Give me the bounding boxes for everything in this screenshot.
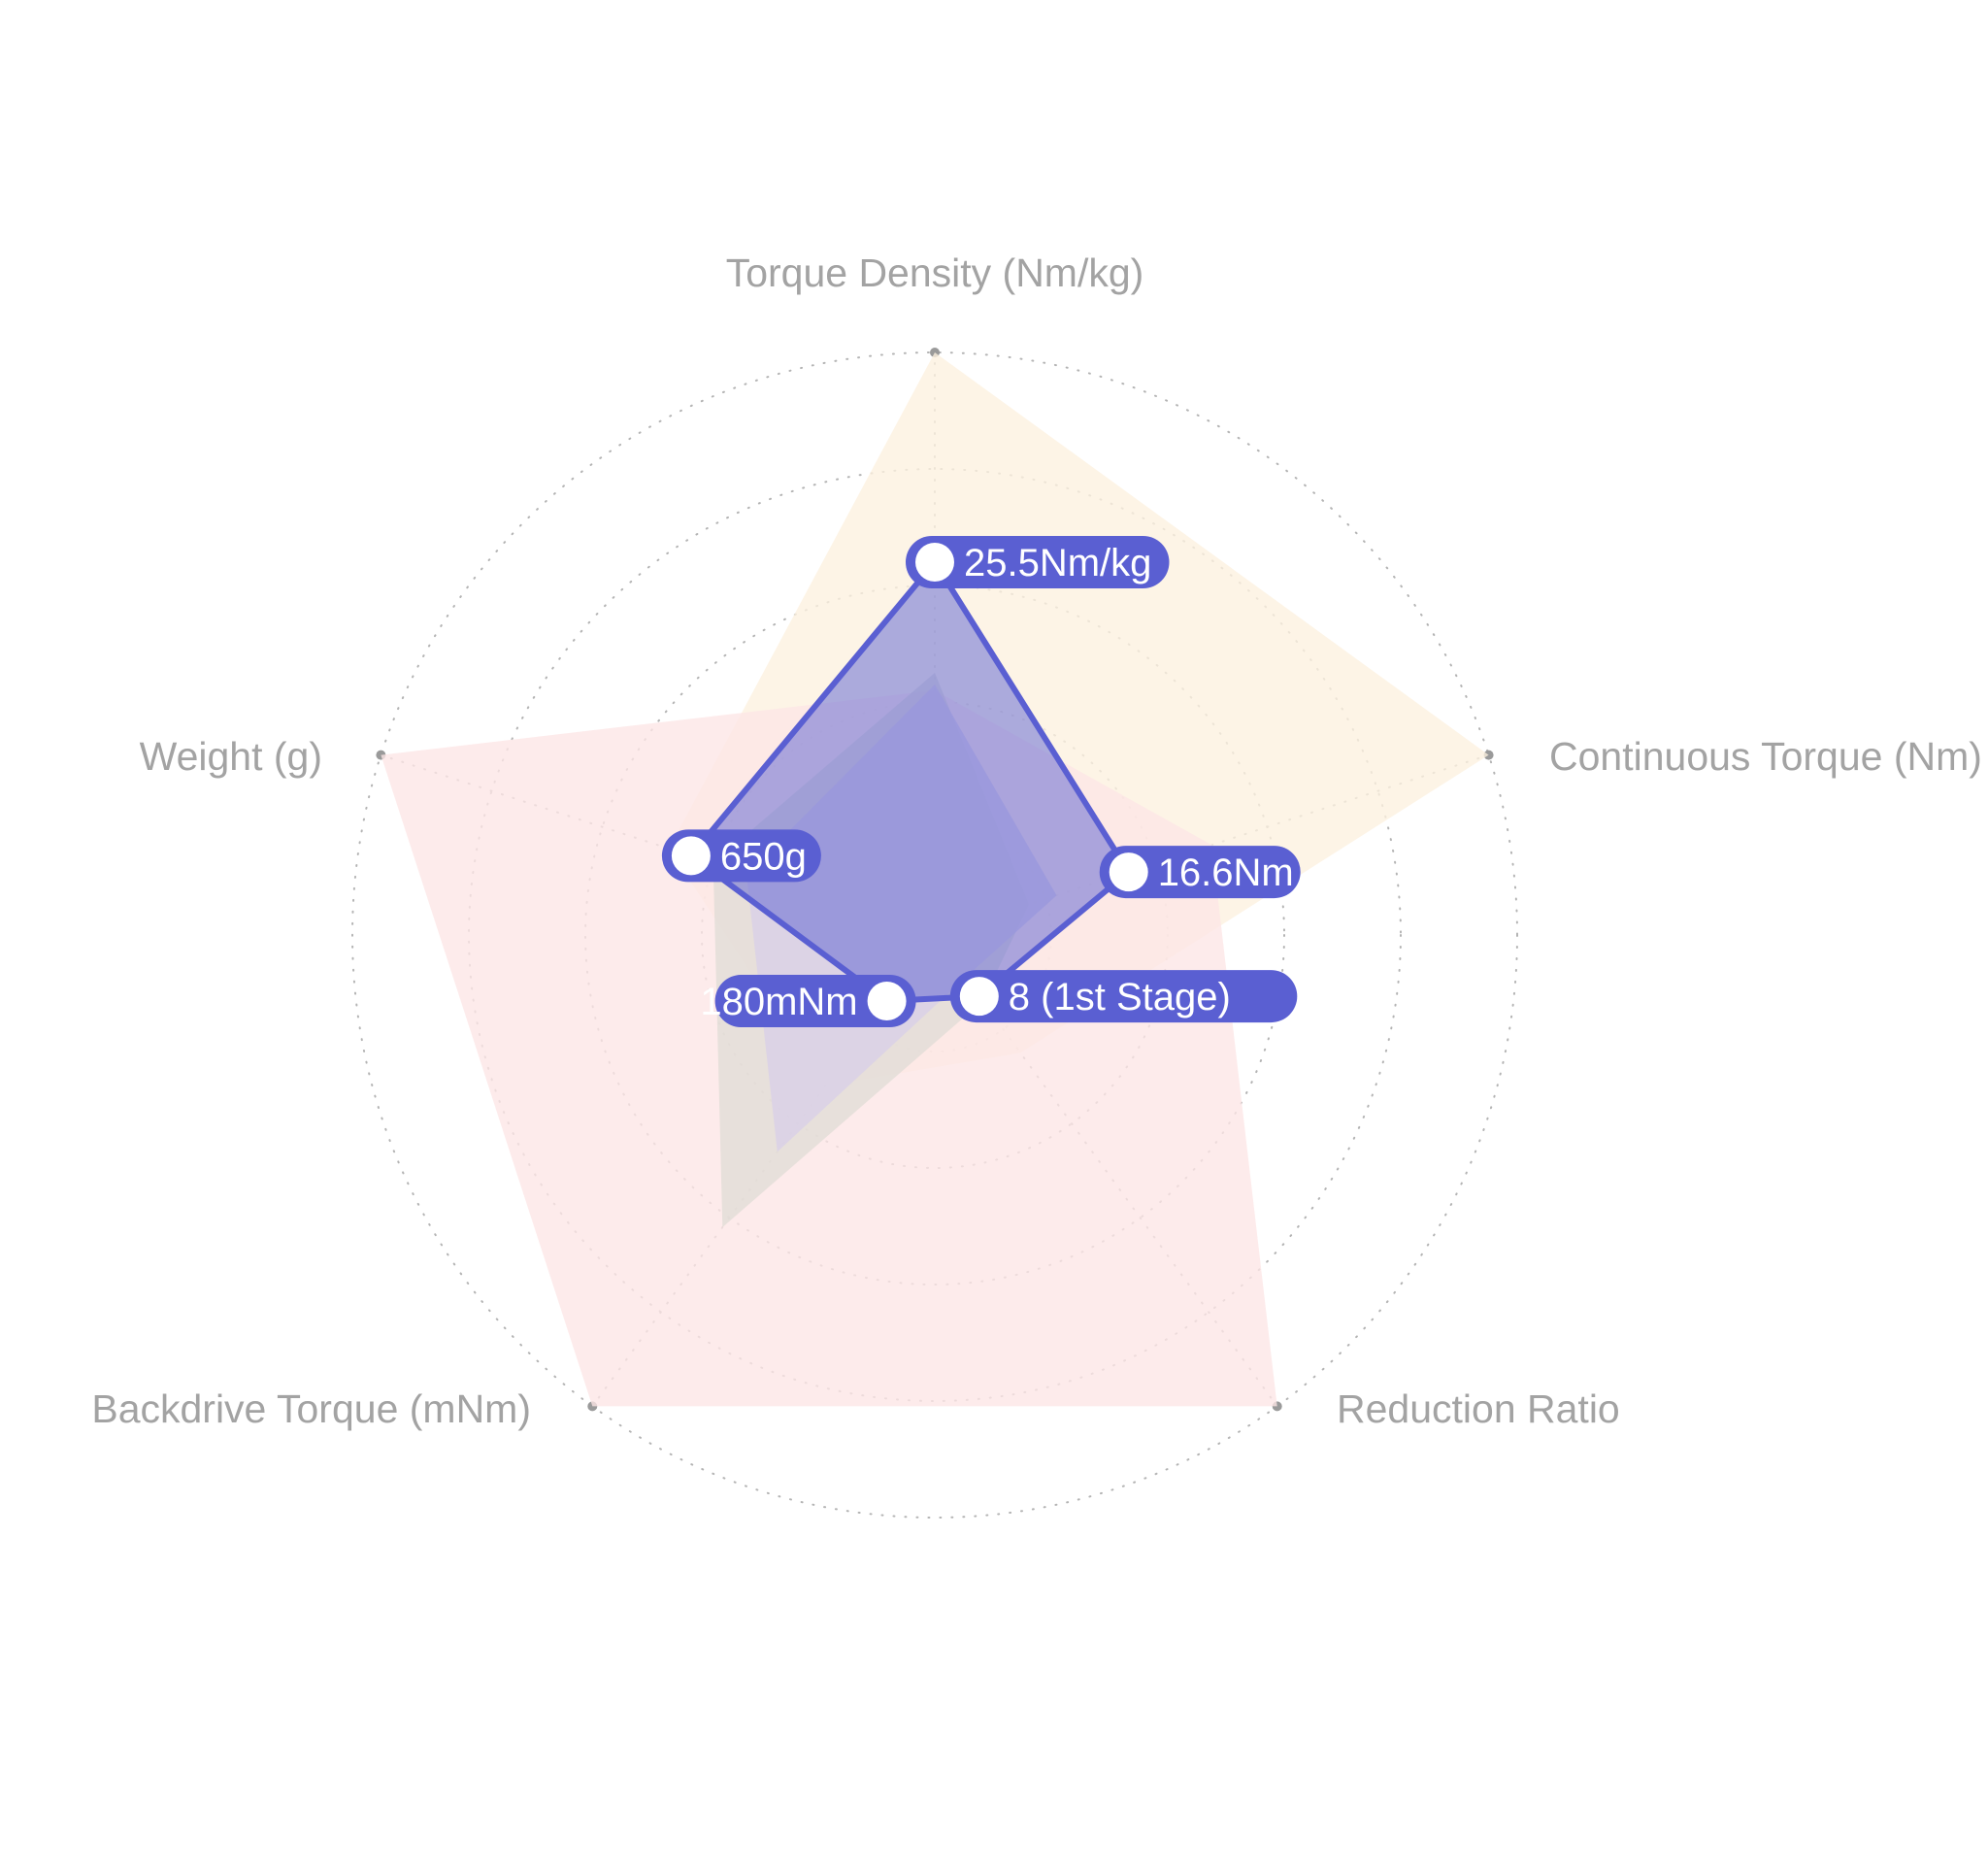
value-label-text: 25.5Nm/kg [964,542,1151,584]
value-label-5: 650g [661,829,821,883]
axis-label-continuous-torque: Continuous Torque (Nm) [1549,734,1982,779]
value-point [1109,852,1148,892]
value-label-3: 8 (1st Stage) [949,970,1298,1023]
value-label-text: 650g [720,835,807,878]
value-pill [949,970,1298,1023]
axis-label-torque-density: Torque Density (Nm/kg) [726,250,1144,295]
grid-ring [351,351,1518,1519]
axis-label-backdrive-torque: Backdrive Torque (mNm) [91,1386,531,1431]
value-point [959,977,999,1017]
axis-labels: Torque Density (Nm/kg) Continuous Torque… [91,250,1982,1431]
axis-label-reduction-ratio: Reduction Ratio [1337,1386,1620,1431]
value-point [671,836,711,876]
value-label-text: 16.6Nm [1158,852,1294,894]
value-pill [906,536,1170,588]
value-label-text: 8 (1st Stage) [1009,976,1231,1018]
value-label-4: 180mNm [700,975,916,1027]
value-label-2: 16.6Nm [1099,846,1301,899]
value-point [867,982,907,1020]
value-markers: 25.5Nm/kg 16.6Nm 8 (1st Stage) 180mNm 650g [661,536,1301,1027]
value-point [915,543,954,582]
grid-ring [468,468,1402,1402]
value-label-text: 180mNm [700,981,857,1023]
radar-areas [381,352,1489,1407]
value-pill [714,975,916,1027]
value-label-1: 25.5Nm/kg [906,536,1170,588]
axis-label-weight: Weight (g) [140,734,322,779]
value-pill [1099,846,1301,899]
series-area-5 [687,559,1132,1004]
